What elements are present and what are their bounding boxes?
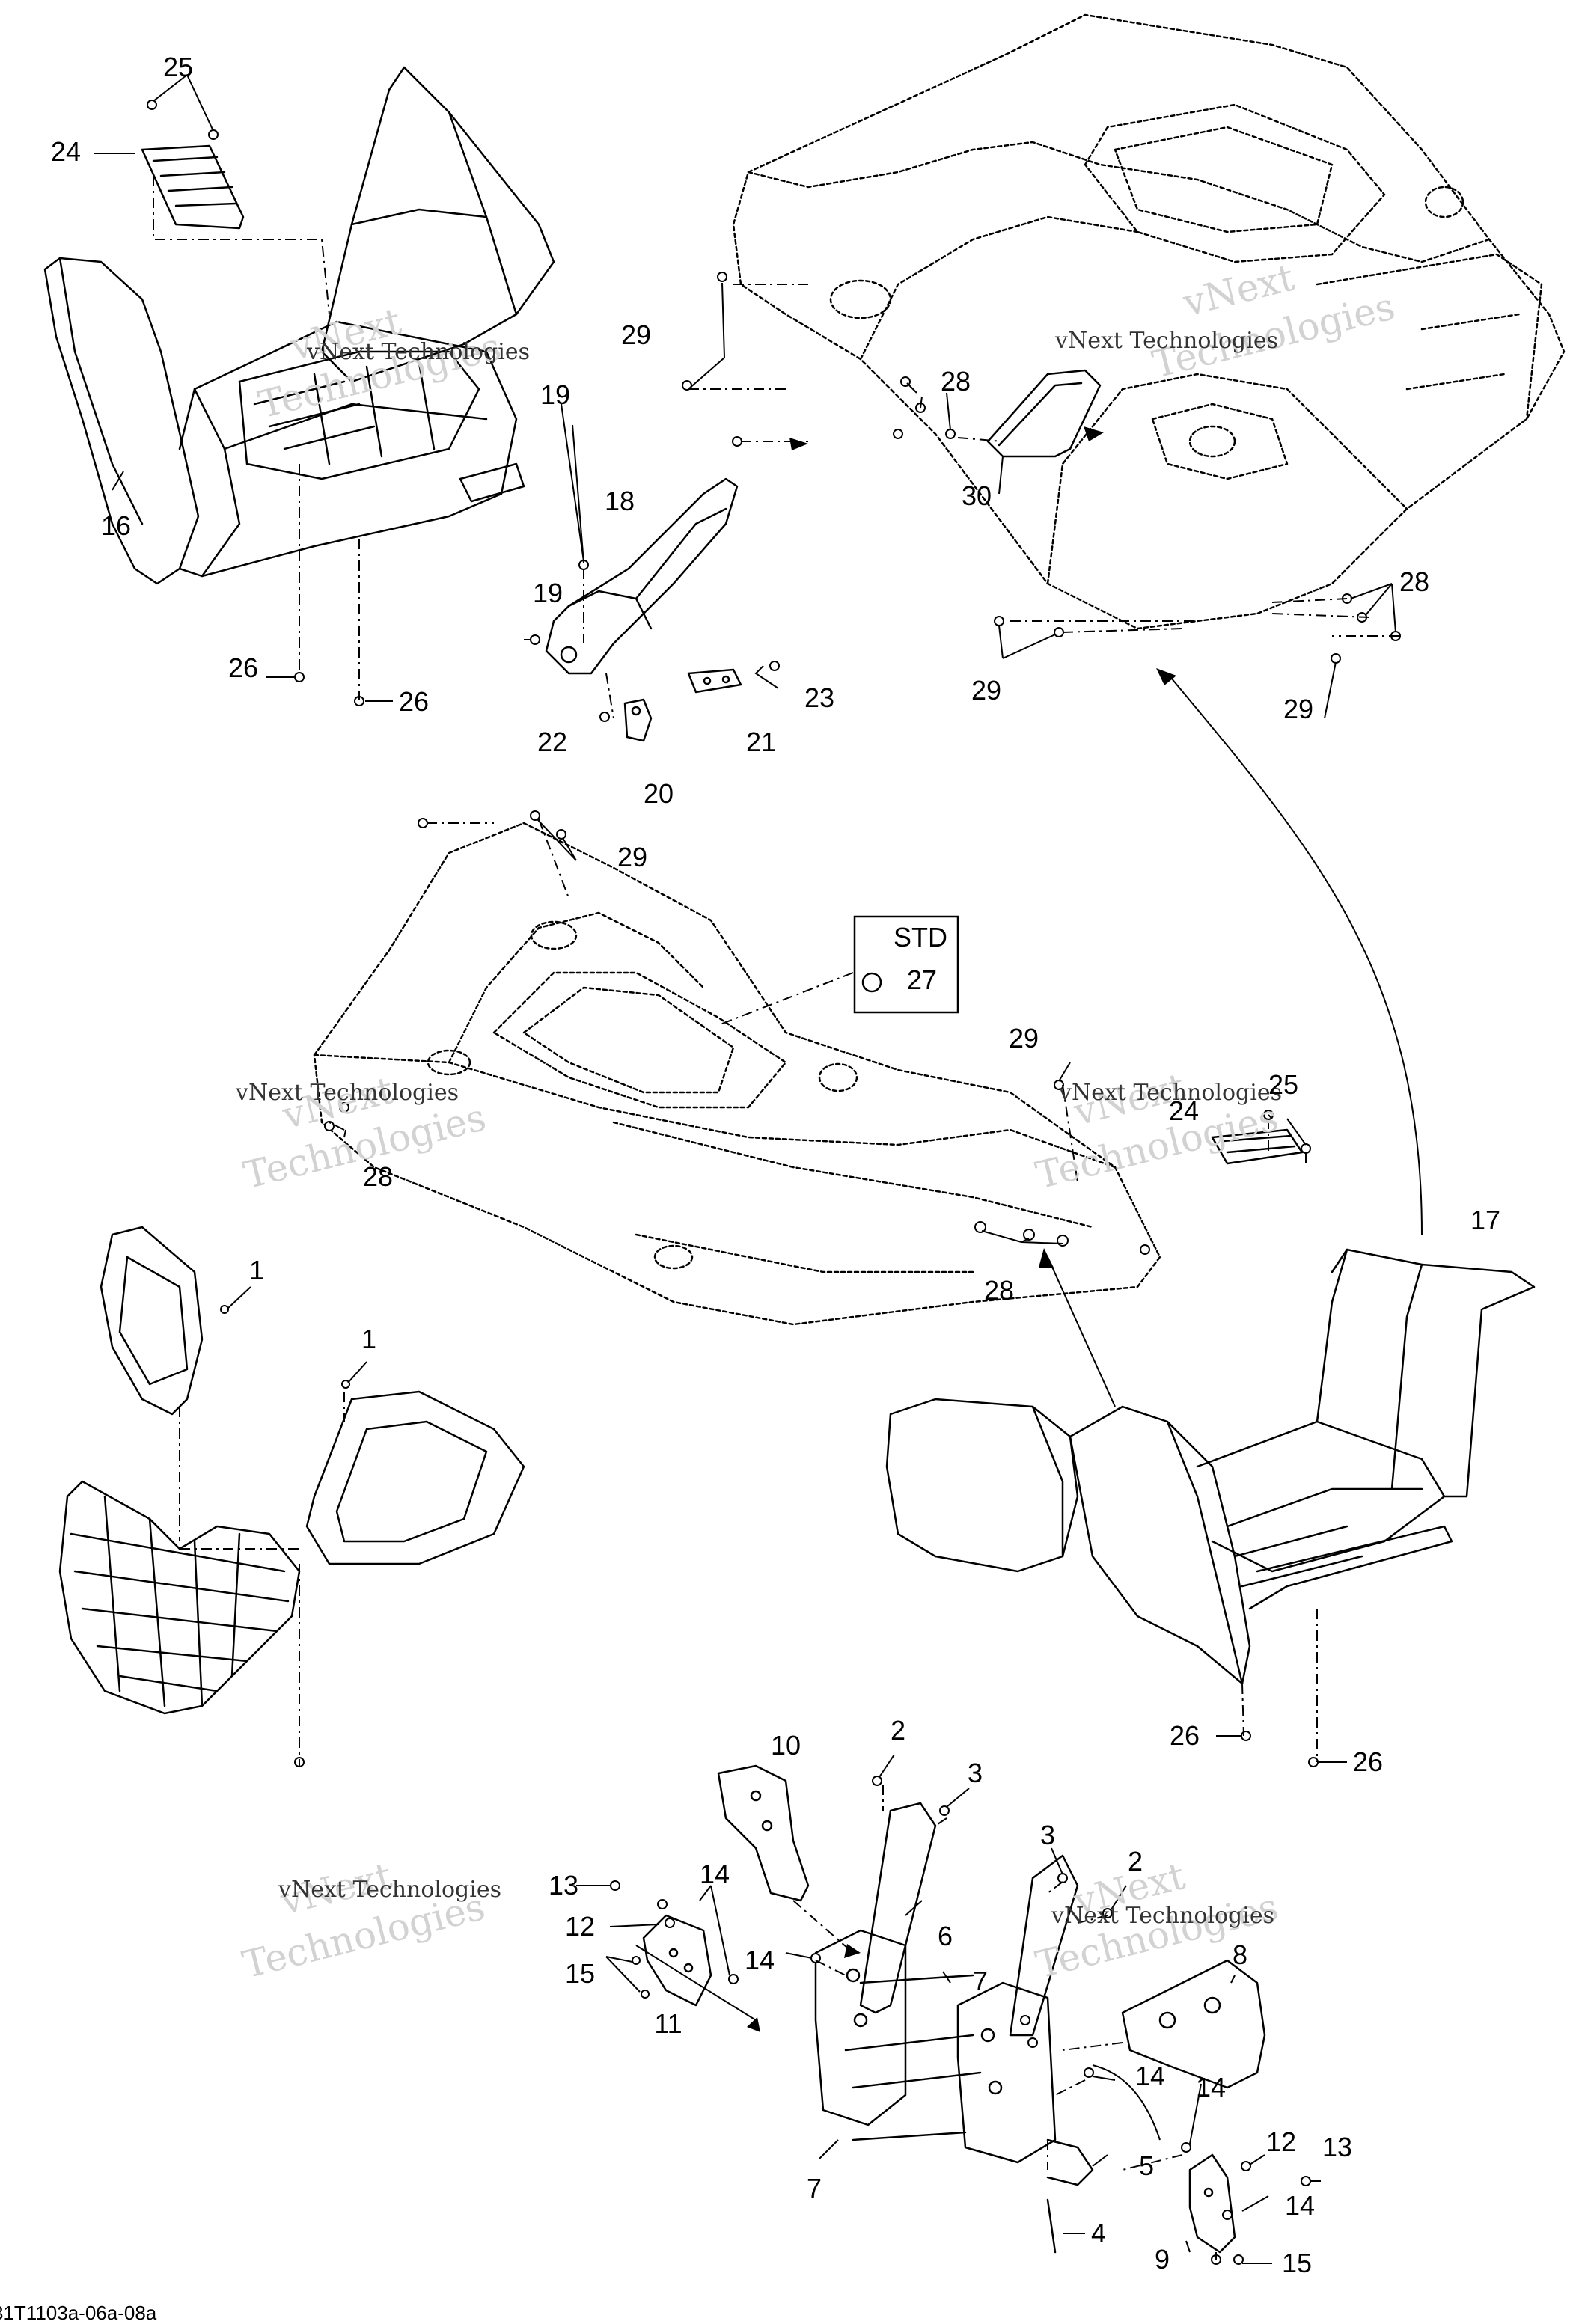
headlight-housing-left [100,1226,204,1416]
callout-label: 7 [973,1966,988,1996]
callout-label: 19 [533,578,563,608]
callout-label: 13 [1322,2132,1352,2162]
watermark-small: vNext Technologies [1058,1080,1282,1106]
callout-label: 3 [968,1758,983,1788]
callout-label: 28 [363,1161,393,1192]
callout-label: 28 [1399,566,1429,597]
front-grille [58,1480,301,1715]
std-box [853,915,959,1014]
rear-fender [732,13,1566,630]
callout-label: 19 [540,379,570,410]
callout-label: 22 [537,727,567,757]
callout-label: 13 [549,1870,578,1901]
callout-label: 30 [962,480,992,511]
bolt-4 [1046,2198,1057,2254]
callout-label: 14 [1285,2190,1315,2221]
callout-label: 1 [249,1255,264,1285]
callout-label: 29 [617,842,647,872]
callout-label: 29 [1009,1023,1039,1054]
bushing-27 [861,972,882,993]
callout-label: 29 [621,319,651,350]
callout-label: 26 [399,686,429,717]
callout-label: 28 [941,366,971,397]
callout-label: 25 [163,52,193,82]
callout-label: 1 [361,1324,376,1354]
callout-label: 11 [654,2008,682,2039]
callout-label: 14 [700,1859,730,1889]
bracket-9 [1188,2153,1236,2254]
callout-label: 7 [807,2173,822,2204]
callout-label: 4 [1091,2218,1106,2248]
right-footwell-assembly [885,1248,1536,1685]
callout-label: 24 [51,136,81,167]
bracket-11 [642,1914,712,2007]
callout-label: 26 [1353,1746,1383,1777]
bracket-8 [1121,1959,1266,2089]
watermarks: vNext Technologies vNext Technologies vN… [235,256,1399,1987]
callout-label: 17 [1470,1205,1500,1235]
bumper-frame [814,1802,1094,2186]
front-fender [313,822,1161,1326]
callout-label: 27 [907,964,937,995]
callout-labels: 25 24 16 26 26 19 18 19 22 21 23 20 29 2… [51,52,1500,2278]
reference-code: 31T1103a-06a-08a [0,2302,157,2324]
callout-label: 29 [1283,694,1313,724]
callout-label: 12 [1266,2126,1296,2157]
callout-label: 5 [1139,2150,1154,2181]
callout-label: 26 [228,652,258,683]
callout-label: 9 [1155,2244,1170,2275]
callout-label: 2 [1128,1846,1143,1877]
callout-label: 20 [644,778,674,809]
callout-label: 2 [891,1715,905,1746]
bolts-7 [852,1974,974,2141]
callout-label: 25 [1268,1069,1298,1100]
bracket-10 [717,1764,810,1902]
callout-label: 29 [971,675,1001,706]
watermark-small: vNext Technologies [1054,328,1278,354]
watermark-small: vNext Technologies [278,1877,501,1903]
callout-label: 10 [771,1730,801,1761]
callout-label: 6 [938,1921,953,1951]
left-footwell-assembly [43,66,555,585]
pad-30 [986,369,1102,458]
callout-label: 14 [1196,2072,1226,2103]
callout-label: 14 [1135,2061,1165,2091]
callout-label: 26 [1170,1720,1200,1751]
callout-label: STD [894,922,947,952]
watermark-small: vNext Technologies [235,1080,459,1106]
callout-label: 28 [984,1275,1014,1306]
callout-label: 3 [1040,1820,1055,1850]
callout-label: 24 [1169,1095,1199,1126]
watermark-small: vNext Technologies [306,339,530,365]
callout-label: 16 [101,510,131,541]
callout-label: 14 [745,1945,775,1975]
bracket-21 [687,668,742,694]
callout-label: 15 [1282,2248,1312,2278]
bracket-18 [545,477,739,675]
callout-label: 8 [1233,1939,1247,1970]
callout-label: 23 [804,682,834,713]
callout-label: 12 [565,1911,595,1942]
callout-label: 18 [605,486,635,516]
watermark-small: vNext Technologies [1051,1903,1274,1929]
headlight-housing-right [305,1390,525,1565]
bracket-20 [623,698,653,742]
foot-plate-right [1211,1128,1304,1165]
callout-label: 15 [565,1958,595,1989]
callout-label: 21 [746,727,776,757]
foot-plate-top-left [141,144,245,230]
